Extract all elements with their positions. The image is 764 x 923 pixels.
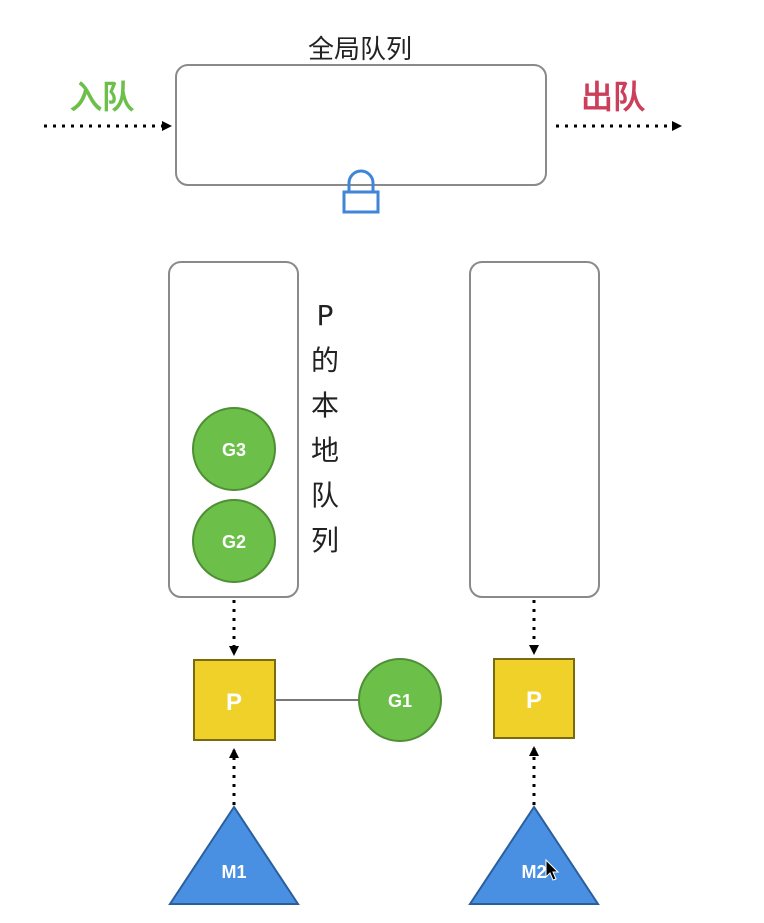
dequeue-label: 出队 [581, 78, 646, 116]
label-char: 队 [311, 479, 339, 512]
label-char: 列 [311, 524, 339, 557]
machine-m1: M1 [168, 805, 300, 905]
processor-label: P [226, 689, 242, 716]
lock-icon [342, 169, 380, 214]
machine-m2: M2 [468, 805, 600, 905]
processor-label: P [526, 687, 542, 714]
goroutine-g2: G2 [192, 499, 276, 583]
local-queue-right [469, 261, 600, 598]
goroutine-g1: G1 [358, 658, 442, 742]
goroutine-label: G2 [222, 532, 246, 552]
machine-label: M2 [521, 862, 546, 882]
machine-label: M1 [221, 862, 246, 882]
label-char: 地 [311, 434, 339, 467]
global-queue-title: 全局队列 [308, 35, 412, 65]
goroutine-label: G3 [222, 440, 246, 460]
label-char: 的 [311, 344, 339, 377]
label-char: 本 [311, 389, 339, 422]
goroutine-label: G1 [388, 691, 412, 711]
goroutine-g3: G3 [192, 407, 276, 491]
processor-p1: P [193, 659, 276, 741]
mouse-cursor-icon [545, 858, 560, 881]
global-queue-box [175, 64, 547, 186]
local-queue-label: P 的 本 地 队 列 [311, 299, 339, 557]
enqueue-label: 入队 [70, 78, 135, 116]
processor-p2: P [493, 658, 575, 739]
label-char: P [317, 299, 334, 332]
